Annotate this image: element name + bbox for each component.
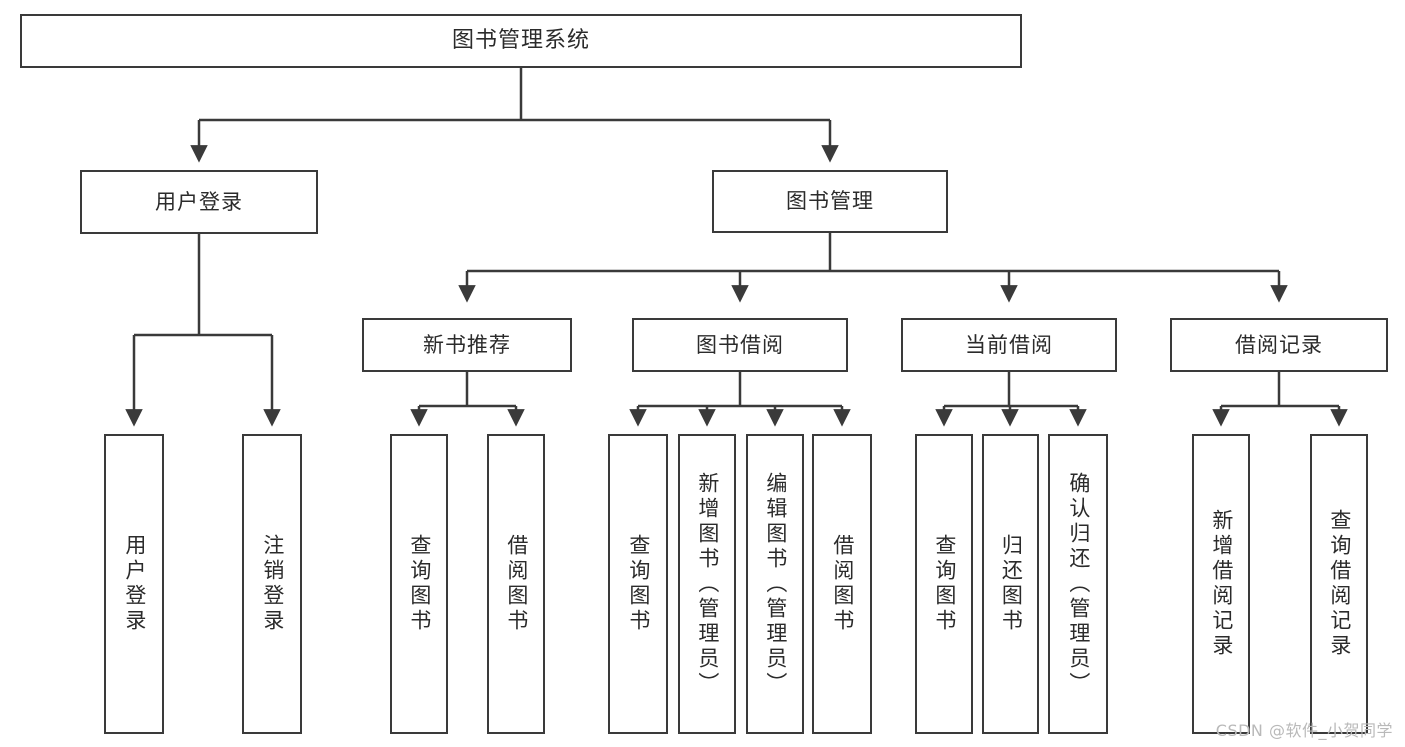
leaf-user-login-login[interactable]: 用户登录 [104, 434, 164, 734]
node-user-login-label: 用户登录 [155, 189, 243, 214]
node-root-label: 图书管理系统 [451, 28, 590, 54]
leaf-current-borrow-query-label: 查询图书 [932, 534, 957, 634]
node-root[interactable]: 图书管理系统 [20, 14, 1022, 68]
node-new-book-recommend-label: 新书推荐 [423, 332, 511, 357]
leaf-current-borrow-confirm[interactable]: 确认归还（管理员） [1048, 434, 1108, 734]
leaf-user-login-logout-label: 注销登录 [260, 534, 285, 634]
leaf-book-borrow-add[interactable]: 新增图书（管理员） [678, 434, 736, 734]
leaf-user-login-logout[interactable]: 注销登录 [242, 434, 302, 734]
leaf-borrow-record-add[interactable]: 新增借阅记录 [1192, 434, 1250, 734]
node-book-borrow[interactable]: 图书借阅 [632, 318, 848, 372]
leaf-borrow-record-query-label: 查询借阅记录 [1327, 509, 1352, 659]
leaf-current-borrow-return[interactable]: 归还图书 [982, 434, 1039, 734]
leaf-new-book-query-label: 查询图书 [407, 534, 432, 634]
leaf-new-book-borrow-label: 借阅图书 [504, 534, 529, 634]
leaf-current-borrow-query[interactable]: 查询图书 [915, 434, 973, 734]
leaf-new-book-query[interactable]: 查询图书 [390, 434, 448, 734]
leaf-borrow-record-add-label: 新增借阅记录 [1209, 509, 1234, 659]
leaf-book-borrow-query[interactable]: 查询图书 [608, 434, 668, 734]
node-new-book-recommend[interactable]: 新书推荐 [362, 318, 572, 372]
node-borrow-record[interactable]: 借阅记录 [1170, 318, 1388, 372]
node-current-borrow-label: 当前借阅 [965, 332, 1053, 357]
leaf-current-borrow-return-label: 归还图书 [999, 534, 1024, 634]
leaf-book-borrow-edit[interactable]: 编辑图书（管理员） [746, 434, 804, 734]
leaf-book-borrow-edit-label: 编辑图书（管理员） [763, 471, 788, 697]
leaf-book-borrow-query-label: 查询图书 [626, 534, 651, 634]
node-user-login[interactable]: 用户登录 [80, 170, 318, 234]
leaf-current-borrow-confirm-label: 确认归还（管理员） [1066, 471, 1091, 697]
leaf-book-borrow-add-label: 新增图书（管理员） [695, 471, 720, 697]
leaf-book-borrow-borrow[interactable]: 借阅图书 [812, 434, 872, 734]
csdn-watermark: CSDN @软件_小贺同学 [1215, 721, 1393, 740]
leaf-new-book-borrow[interactable]: 借阅图书 [487, 434, 545, 734]
node-book-manage-label: 图书管理 [786, 189, 874, 214]
node-book-manage[interactable]: 图书管理 [712, 170, 948, 233]
leaf-user-login-login-label: 用户登录 [122, 534, 147, 634]
node-current-borrow[interactable]: 当前借阅 [901, 318, 1117, 372]
leaf-book-borrow-borrow-label: 借阅图书 [830, 534, 855, 634]
node-book-borrow-label: 图书借阅 [696, 332, 784, 357]
node-borrow-record-label: 借阅记录 [1235, 332, 1323, 357]
leaf-borrow-record-query[interactable]: 查询借阅记录 [1310, 434, 1368, 734]
